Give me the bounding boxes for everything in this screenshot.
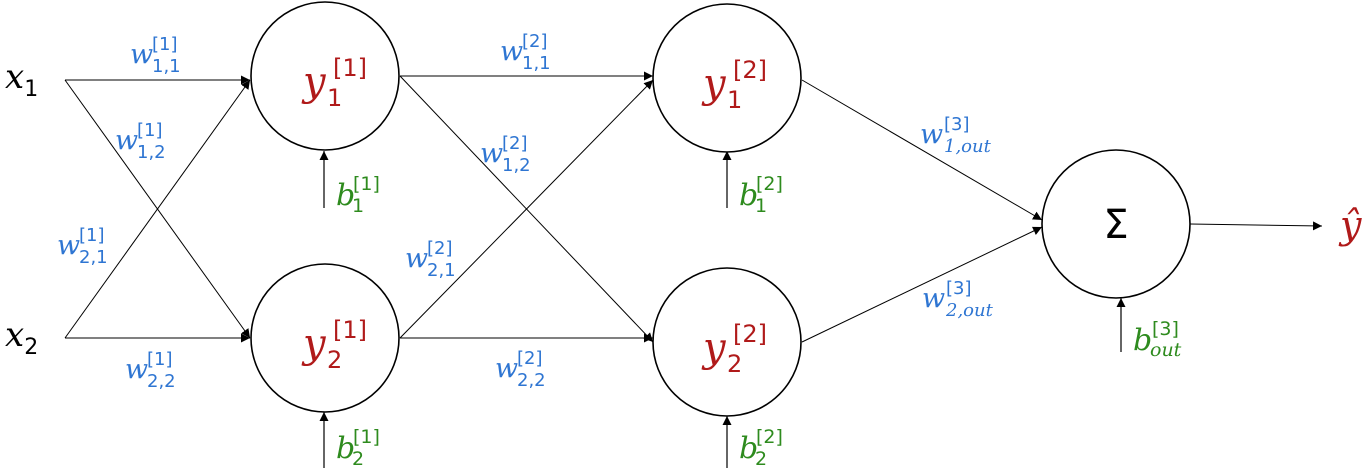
svg-text:[1]: [1]	[333, 54, 367, 82]
edge-y12-y21	[399, 79, 654, 339]
svg-text:[1]: [1]	[353, 426, 380, 448]
svg-text:[2]: [2]	[756, 426, 783, 448]
weight-w2-21-label: w [2] 2,1	[405, 238, 456, 281]
svg-text:w: w	[500, 36, 523, 67]
svg-text:[2]: [2]	[733, 320, 767, 348]
edge-sum-output	[1189, 221, 1323, 231]
neuron-y12-label: y [1] 2	[301, 316, 367, 374]
svg-text:b: b	[336, 431, 355, 466]
svg-text:y: y	[301, 321, 327, 367]
svg-text:[1]: [1]	[147, 349, 173, 370]
svg-text:2: 2	[327, 346, 342, 374]
svg-text:y: y	[701, 61, 727, 107]
weight-w2-12-label: w [2] 1,2	[480, 133, 531, 176]
svg-text:2,2: 2,2	[517, 370, 546, 391]
svg-text:[2]: [2]	[522, 31, 548, 52]
svg-text:w: w	[920, 119, 943, 150]
bias-b12-label: b [1] 2	[336, 426, 380, 470]
svg-text:1: 1	[755, 195, 767, 217]
svg-text:2,out: 2,out	[945, 300, 994, 321]
svg-text:w: w	[130, 39, 153, 70]
svg-text:[2]: [2]	[502, 133, 528, 154]
svg-text:b: b	[739, 178, 758, 213]
neuron-y21-label: y [2] 1	[701, 56, 767, 114]
svg-text:[3]: [3]	[1152, 318, 1179, 340]
edge-y22-sum	[801, 226, 1043, 343]
svg-text:[3]: [3]	[946, 278, 972, 299]
svg-text:y: y	[701, 325, 727, 371]
bias-bout-label: b [3] out	[1133, 318, 1182, 361]
svg-text:b: b	[739, 431, 758, 466]
weight-w3-1out-label: w [3] 1,out	[920, 114, 992, 157]
svg-text:b: b	[1133, 323, 1152, 358]
weight-w1-22-label: w [1] 2,2	[125, 349, 176, 392]
svg-text:w: w	[57, 230, 80, 261]
svg-text:[3]: [3]	[944, 114, 970, 135]
neuron-y22-label: y [2] 2	[701, 320, 767, 378]
bias-b21-label: b [2] 1	[739, 173, 783, 217]
neuron-y21-circle	[652, 3, 802, 153]
svg-text:2: 2	[755, 448, 767, 470]
svg-text:2: 2	[352, 448, 364, 470]
svg-text:1: 1	[727, 86, 742, 114]
svg-text:[2]: [2]	[517, 348, 543, 369]
svg-text:w: w	[922, 283, 945, 314]
svg-text:w: w	[125, 354, 148, 385]
svg-text:w: w	[115, 125, 138, 156]
svg-text:out: out	[1150, 339, 1182, 361]
svg-text:w: w	[405, 243, 428, 274]
svg-text:1: 1	[352, 195, 364, 217]
svg-text:y: y	[301, 59, 327, 105]
svg-text:1,1: 1,1	[152, 56, 181, 77]
svg-text:[1]: [1]	[137, 120, 163, 141]
svg-text:[2]: [2]	[427, 238, 453, 259]
svg-text:[1]: [1]	[333, 316, 367, 344]
edge-y21-sum	[801, 79, 1043, 221]
weight-w2-11-label: w [2] 1,1	[500, 31, 551, 74]
svg-text:[2]: [2]	[733, 56, 767, 84]
weight-w3-2out-label: w [3] 2,out	[922, 278, 994, 321]
svg-text:1,2: 1,2	[137, 142, 166, 163]
bias-b11-label: b [1] 1	[336, 173, 380, 217]
weight-w1-11-label: w [1] 1,1	[130, 34, 181, 77]
svg-text:[1]: [1]	[353, 173, 380, 195]
input-x1-label: x1	[5, 57, 38, 102]
sum-symbol: Σ	[1103, 202, 1128, 248]
edge-x2-y11	[64, 79, 251, 339]
svg-text:2,1: 2,1	[79, 247, 108, 268]
weight-w2-22-label: w [2] 2,2	[495, 348, 546, 391]
svg-text:b: b	[336, 178, 355, 213]
svg-text:w: w	[495, 353, 518, 384]
svg-text:1,out: 1,out	[944, 136, 992, 157]
svg-text:1,1: 1,1	[522, 53, 551, 74]
sum-node-circle	[1041, 149, 1191, 299]
svg-text:[1]: [1]	[79, 225, 105, 246]
weight-w1-21-label: w [1] 2,1	[57, 225, 108, 268]
svg-text:[2]: [2]	[756, 173, 783, 195]
input-x2-label: x2	[5, 315, 38, 360]
svg-text:2: 2	[727, 350, 742, 378]
bias-b22-label: b [2] 2	[739, 426, 783, 470]
svg-text:2,2: 2,2	[147, 371, 176, 392]
output-y-hat: ŷ	[1338, 203, 1362, 247]
svg-text:w: w	[480, 138, 503, 169]
svg-text:1: 1	[327, 84, 342, 112]
svg-text:2,1: 2,1	[427, 260, 456, 281]
neuron-y12-circle	[250, 263, 400, 413]
neuron-y11-circle	[250, 1, 400, 151]
neuron-y22-circle	[652, 267, 802, 417]
svg-text:1,2: 1,2	[502, 155, 531, 176]
neuron-y11-label: y [1] 1	[301, 54, 367, 112]
svg-text:[1]: [1]	[152, 34, 178, 55]
weight-w1-12-label: w [1] 1,2	[115, 120, 166, 163]
